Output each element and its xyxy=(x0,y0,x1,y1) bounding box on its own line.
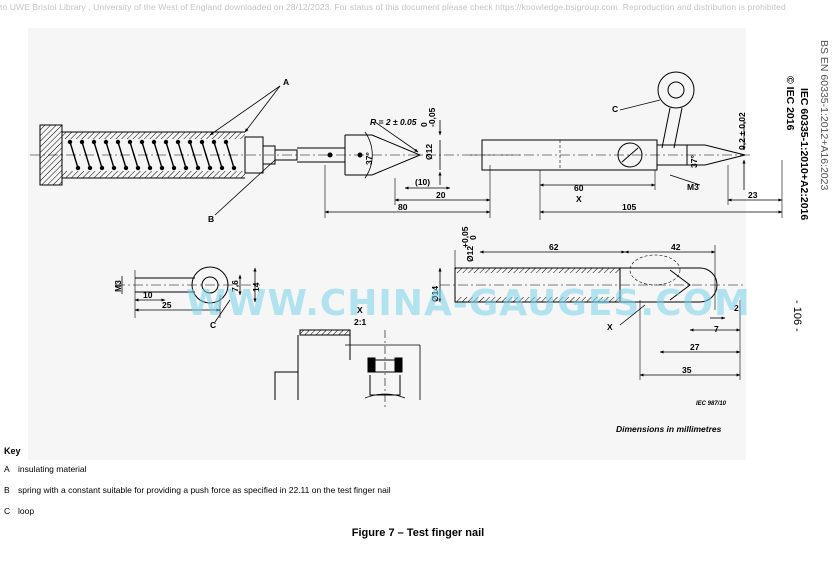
key-letter: C xyxy=(4,506,11,516)
dim-35: 35 xyxy=(682,365,692,375)
detail-scale: 2:1 xyxy=(354,317,367,327)
nail-tip xyxy=(344,134,422,176)
dim-20: 20 xyxy=(436,190,446,200)
dim-tol-top-lower: -0,05 xyxy=(427,107,437,127)
page-number: - 106 - xyxy=(791,300,803,332)
dim-42: 42 xyxy=(671,242,681,252)
nail-rod-right xyxy=(470,71,783,220)
callout-b: B xyxy=(208,214,214,224)
dim-105: 105 xyxy=(622,202,636,212)
key-text: insulating material xyxy=(18,464,87,474)
key-letter: B xyxy=(4,485,10,495)
dim-02: 0,2 ± 0,02 xyxy=(737,112,747,150)
dim-7: 7 xyxy=(714,324,719,334)
technical-drawing-area xyxy=(28,28,746,460)
dim-80: 80 xyxy=(398,202,408,212)
dim-60: 60 xyxy=(574,183,584,193)
key-item: C loop xyxy=(4,506,391,527)
dimensions-note: Dimensions in millimetres xyxy=(616,424,722,434)
dim-tol-mid-lower: 0 xyxy=(468,235,478,240)
callout-x-loop: X xyxy=(576,194,582,204)
callout-x-main: X xyxy=(607,322,613,332)
hatch-bottom xyxy=(62,171,245,178)
collar-right xyxy=(656,144,688,166)
detail-x-label: X xyxy=(357,305,363,315)
key-legend: Key A insulating material B spring with … xyxy=(4,446,391,527)
detail-x xyxy=(274,329,421,410)
dim-tol-top-upper: 0 xyxy=(419,122,429,127)
spring-coils xyxy=(69,141,235,169)
site-watermark: WWW.CHINA-GAUGES.COM xyxy=(186,283,751,324)
hatch-top xyxy=(62,132,245,139)
side-iec-ref: IEC 60335-1:2010+A2:2016 xyxy=(798,88,810,221)
dim-tol-mid-upper: +0,05 xyxy=(460,226,470,248)
spring-dots xyxy=(67,139,237,171)
dim-m3-top: M3 xyxy=(687,182,699,192)
tip-pin xyxy=(357,152,363,158)
screw-head xyxy=(617,142,643,168)
side-standard-ref: BS EN 60335-1:2012+A16:2023 xyxy=(818,40,830,191)
figure-caption: Figure 7 – Test finger nail xyxy=(351,527,485,539)
sleeve-part xyxy=(438,245,745,380)
download-watermark: to UWE Bristol Library , University of t… xyxy=(0,2,786,12)
dim-dia12-top: Ø12 xyxy=(424,144,434,160)
dim-m3-loop: M3 xyxy=(113,280,123,292)
stem xyxy=(274,149,298,161)
key-text: spring with a constant suitable for prov… xyxy=(18,485,391,495)
dim-27: 27 xyxy=(690,342,700,352)
dim-76: 7,6 xyxy=(230,280,240,292)
key-item: A insulating material xyxy=(4,464,391,485)
side-copyright: © IEC 2016 xyxy=(784,76,796,131)
callout-c-top: C xyxy=(612,104,618,114)
iec-figure-ref: IEC 987/10 xyxy=(696,401,727,407)
callout-a: A xyxy=(283,77,289,87)
handle-assembly xyxy=(30,85,520,218)
dim-dia12-mid: Ø12 xyxy=(465,246,475,262)
dim-dia14: Ø14 xyxy=(430,286,440,302)
dim-10-loop: 10 xyxy=(143,290,153,300)
pointed-tip xyxy=(687,144,746,166)
key-title: Key xyxy=(4,446,21,456)
dim-23: 23 xyxy=(748,190,758,200)
key-item: B spring with a constant suitable for pr… xyxy=(4,485,391,506)
dim-2: 2 xyxy=(734,303,739,313)
dim-radius: R = 2 ± 0.05 xyxy=(370,117,417,127)
dim-angle37-b: 37° xyxy=(689,155,699,168)
key-text: loop xyxy=(18,506,35,516)
key-letter: A xyxy=(4,464,10,474)
callout-c-bottom: C xyxy=(210,320,216,330)
dim-25: 25 xyxy=(162,300,172,310)
loop-part xyxy=(115,266,260,323)
dim-angle37-a: 37° xyxy=(364,152,374,165)
dim-10-paren: (10) xyxy=(415,177,430,187)
dim-62: 62 xyxy=(549,242,559,252)
loop-circle-top xyxy=(657,71,695,109)
dim-14-loop: 14 xyxy=(251,282,261,292)
